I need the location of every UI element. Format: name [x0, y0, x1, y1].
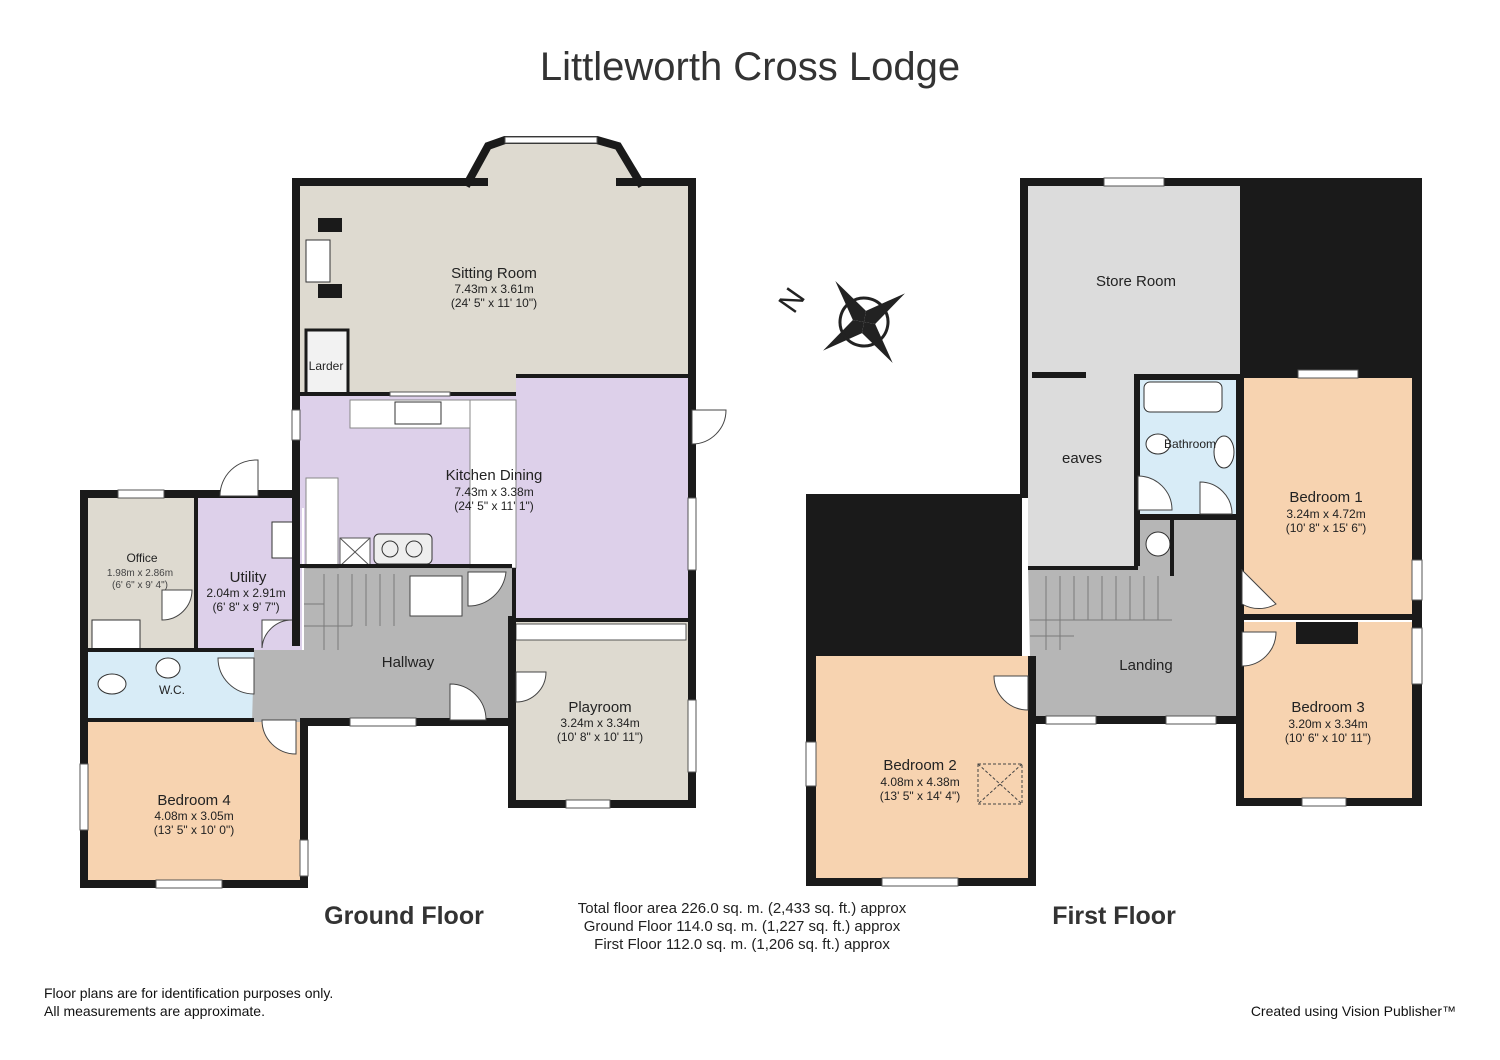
bathroom-toilet [1145, 433, 1171, 455]
first-area: First Floor 112.0 sq. m. (1,206 sq. ft.)… [594, 936, 890, 953]
ground-floor [79, 136, 727, 889]
bedroom-3 [1242, 622, 1420, 798]
ground-stairs [304, 574, 463, 652]
office-name: Office [126, 551, 157, 565]
bedroom-4-dim-m: 4.08m x 3.05m [154, 809, 233, 823]
roof-void [1238, 178, 1422, 378]
first-stairs [1030, 576, 1172, 650]
bedroom-3-name: Bedroom 3 [1291, 699, 1364, 716]
wc-name: W.C. [159, 683, 185, 697]
first-doors [993, 475, 1277, 711]
bedroom-3-dim-ft: (10' 6" x 10' 11") [1285, 731, 1371, 745]
fireplace [305, 239, 331, 283]
bedroom-1-name: Bedroom 1 [1289, 489, 1362, 506]
sitting-room-dim-m: 7.43m x 3.61m [454, 282, 533, 296]
compass-north-label: N [772, 282, 811, 319]
eaves-name: eaves [1062, 450, 1102, 467]
kitchen-name: Kitchen Dining [446, 467, 543, 484]
landing-toilet [1145, 531, 1171, 557]
playroom-dim-m: 3.24m x 3.34m [560, 716, 639, 730]
bedroom-3-dim-m: 3.20m x 3.34m [1288, 717, 1367, 731]
bedroom-4-name: Bedroom 4 [157, 792, 230, 809]
sitting-room-name: Sitting Room [451, 265, 537, 282]
roof-void [806, 494, 1022, 656]
playroom-name: Playroom [568, 699, 631, 716]
playroom [512, 622, 692, 802]
first-windows [805, 177, 1423, 887]
first-floor-title: First Floor [1052, 902, 1176, 930]
disclaimer-line-2: All measurements are approximate. [44, 1003, 265, 1019]
skylight [977, 763, 1023, 805]
sitting-room-bay [466, 140, 640, 186]
hallway-name: Hallway [382, 654, 435, 671]
fireplace-breast [318, 284, 342, 298]
bedroom-2-dim-ft: (13' 5" x 14' 4") [880, 789, 960, 803]
utility-dim-ft: (6' 8" x 9' 7") [212, 600, 279, 614]
kitchen-dim-m: 7.43m x 3.38m [454, 485, 533, 499]
store-room-name: Store Room [1096, 273, 1176, 290]
ground-area: Ground Floor 114.0 sq. m. (1,227 sq. ft.… [584, 918, 901, 935]
landing-name: Landing [1119, 657, 1172, 674]
first-floor [805, 177, 1423, 887]
disclaimer-line-1: Floor plans are for identification purpo… [44, 985, 333, 1001]
toilet [97, 673, 127, 695]
bathroom-basin [1213, 435, 1235, 469]
bedroom-1-dim-m: 3.24m x 4.72m [1286, 507, 1365, 521]
larder-name: Larder [309, 359, 344, 373]
kitchen-sink [394, 401, 442, 425]
kitchen-worktop-return [469, 399, 517, 569]
sitting-room [296, 184, 692, 396]
kitchen-dim-ft: (24' 5" x 11' 1") [454, 499, 534, 513]
appliance-cross [339, 537, 371, 567]
basin [155, 657, 181, 679]
hob-ring [381, 540, 399, 558]
playroom-dim-ft: (10' 8" x 10' 11") [557, 730, 643, 744]
bedroom-2-dim-m: 4.08m x 4.38m [880, 775, 959, 789]
playroom-wardrobe [515, 623, 687, 641]
ground-doors [161, 409, 727, 755]
bathroom-name: Bathroom [1164, 437, 1216, 451]
total-area: Total floor area 226.0 sq. m. (2,433 sq.… [578, 900, 907, 917]
kitchen-hob [373, 533, 433, 565]
office-dim-ft: (6' 6" x 9' 4") [112, 580, 168, 591]
utility-dim-m: 2.04m x 2.91m [206, 586, 285, 600]
ground-floor-title: Ground Floor [324, 902, 484, 930]
chimney-breast [1296, 622, 1358, 644]
shower-tray [91, 619, 141, 651]
utility-name: Utility [230, 569, 267, 586]
bedroom-4-dim-ft: (13' 5" x 10' 0") [154, 823, 234, 837]
bedroom-1-dim-ft: (10' 8" x 15' 6") [1286, 521, 1366, 535]
plan-title: Littleworth Cross Lodge [540, 45, 960, 89]
sitting-room-dim-ft: (24' 5" x 11' 10") [451, 296, 537, 310]
compass-rose [823, 281, 905, 363]
bedroom-1 [1242, 378, 1412, 618]
kitchen-worktop-left [305, 477, 339, 569]
office-dim-m: 1.98m x 2.86m [107, 568, 173, 579]
bedroom-4 [88, 722, 304, 880]
fireplace-breast [318, 218, 342, 232]
bedroom-2 [816, 656, 1028, 878]
credit: Created using Vision Publisher™ [1251, 1003, 1456, 1019]
hob-ring [405, 540, 423, 558]
bath [1143, 381, 1223, 413]
ground-windows [79, 136, 697, 889]
bedroom-2-name: Bedroom 2 [883, 757, 956, 774]
